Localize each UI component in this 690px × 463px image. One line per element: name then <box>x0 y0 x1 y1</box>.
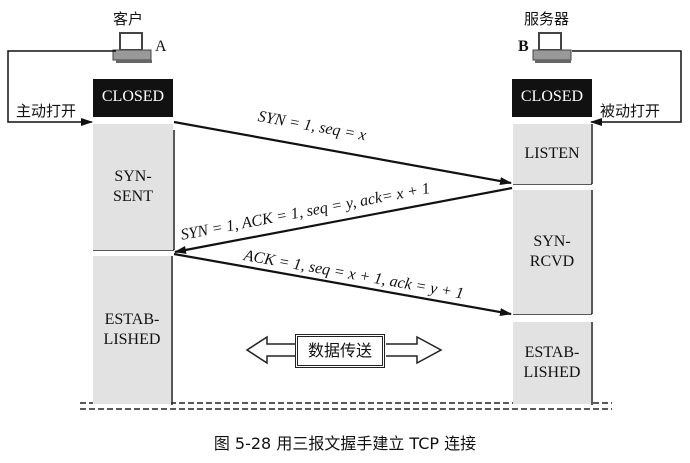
arrow-syn-ack <box>174 186 513 254</box>
arrow-syn <box>173 120 512 185</box>
server-title: 服务器 <box>524 10 570 28</box>
server-id: B <box>518 38 529 55</box>
client-state-syn-sent: SYN- SENT <box>93 124 173 250</box>
passive-open-label: 被动打开 <box>600 102 661 120</box>
active-open-loop <box>7 50 116 126</box>
server-state-syn-rcvd: SYN- RCVD <box>513 190 591 314</box>
active-open-label: 主动打开 <box>16 102 77 120</box>
client-id: A <box>155 38 167 55</box>
client-state-closed: CLOSED <box>93 79 173 117</box>
data-transfer-arrow <box>245 335 443 365</box>
client-computer-icon <box>112 32 152 63</box>
data-transfer-box: 数据传送 <box>295 334 385 368</box>
passive-open-loop <box>572 50 682 126</box>
figure-caption: 图 5-28 用三报文握手建立 TCP 连接 <box>213 434 477 453</box>
client-state-established: ESTAB- LISHED <box>93 256 171 404</box>
client-title: 客户 <box>113 10 144 28</box>
server-computer-icon <box>532 32 572 63</box>
server-state-established: ESTAB- LISHED <box>513 322 591 404</box>
server-state-closed: CLOSED <box>512 79 592 117</box>
server-state-listen: LISTEN <box>513 124 591 184</box>
arrow-ack <box>173 252 512 317</box>
